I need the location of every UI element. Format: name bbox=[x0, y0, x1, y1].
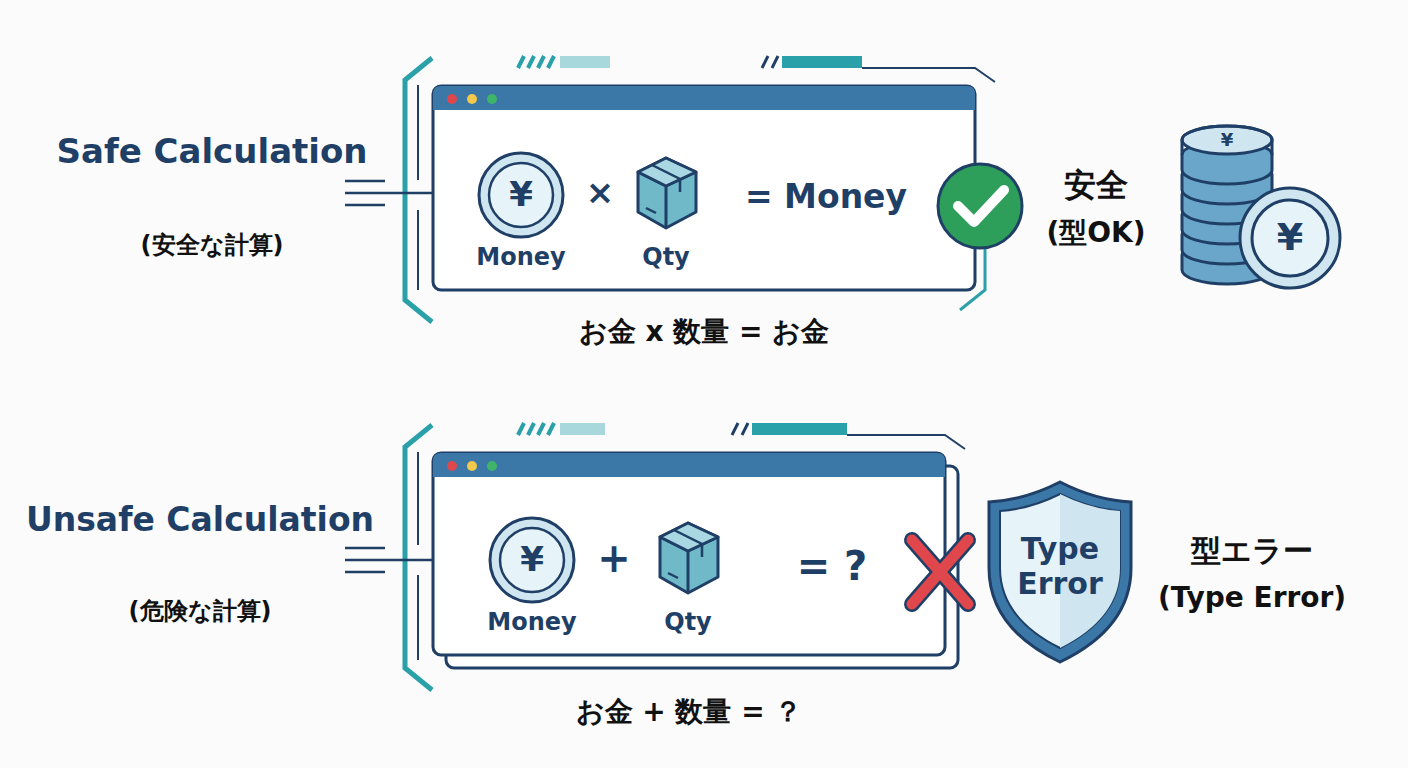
qty-box: Qty bbox=[652, 515, 724, 635]
icon-label: Qty bbox=[642, 244, 690, 272]
label-text: + bbox=[597, 535, 631, 581]
coin-symbol: ¥ bbox=[520, 540, 544, 579]
window-caption: お金 + 数量 = ？ bbox=[576, 696, 803, 728]
label-text: 安全 bbox=[1064, 167, 1128, 204]
label-text: (Type Error) bbox=[1158, 582, 1346, 614]
label-text: (型OK) bbox=[1046, 217, 1145, 249]
type-error-shield: Type Error bbox=[985, 478, 1135, 665]
label-text: Safe Calculation bbox=[56, 132, 367, 171]
label-text: 型エラー bbox=[1191, 534, 1313, 569]
label-text: ¥ bbox=[1221, 130, 1234, 151]
label-text: ¥ bbox=[1277, 216, 1303, 260]
label-text: Unsafe Calculation bbox=[26, 501, 374, 539]
window-caption: お金 x 数量 = お金 bbox=[579, 316, 830, 348]
icon-label: Money bbox=[487, 609, 576, 637]
money-coin: ¥ Money bbox=[487, 515, 577, 635]
icon-label: Qty bbox=[664, 609, 712, 637]
label-text: (危険な計算) bbox=[129, 598, 272, 626]
coin-symbol: ¥ bbox=[509, 175, 533, 214]
label-text: × bbox=[586, 173, 615, 212]
code-window: お金 + 数量 = ？¥MoneyQty bbox=[433, 453, 945, 655]
label-text: = Money bbox=[745, 178, 907, 216]
label-text: = ? bbox=[797, 543, 868, 589]
icon-label: Money bbox=[476, 244, 565, 272]
label-text: (安全な計算) bbox=[141, 232, 284, 260]
qty-box: Qty bbox=[630, 150, 702, 270]
shield-text: Type Error bbox=[1005, 532, 1115, 601]
money-coin: ¥ Money bbox=[476, 150, 566, 270]
